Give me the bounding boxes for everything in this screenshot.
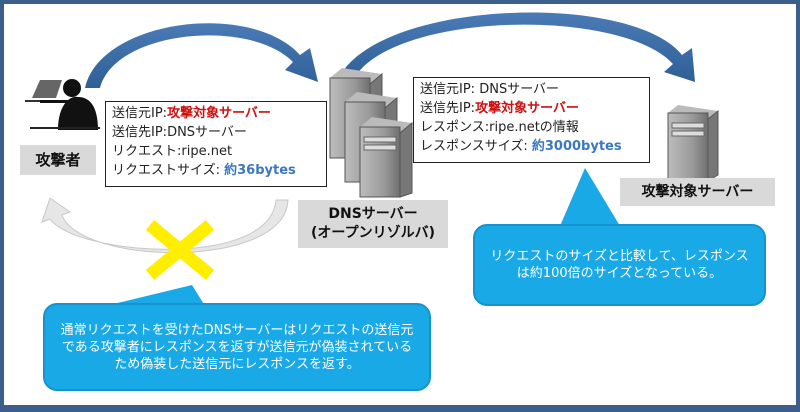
- request-dst-row: 送信先IP:DNSサーバー: [112, 123, 320, 142]
- size-value: 約36bytes: [224, 163, 296, 178]
- response-arrow: [337, 12, 695, 82]
- response-dst-row: 送信先IP:攻撃対象サーバー: [420, 99, 643, 118]
- normal-return-arrow: [41, 197, 289, 254]
- res-label: レスポンス:: [420, 120, 490, 135]
- response-info-box: 送信元IP: DNSサーバー 送信先IP:攻撃対象サーバー レスポンス:ripe…: [413, 77, 650, 163]
- request-size-row: リクエストサイズ: 約36bytes: [112, 161, 320, 180]
- dst-label: 送信先IP:: [112, 125, 168, 140]
- callout-bottom-tail: [105, 285, 205, 306]
- src-value: 攻撃対象サーバー: [167, 106, 271, 121]
- target-server-label: 攻撃対象サーバー: [620, 178, 775, 206]
- cross-icon: [145, 220, 215, 280]
- request-arrow: [85, 23, 318, 88]
- dns-label-line1: DNSサーバー: [328, 206, 418, 222]
- size-value: 約3000bytes: [531, 139, 622, 154]
- dns-server-icon: [329, 68, 413, 198]
- target-server-icon: [667, 105, 719, 182]
- callout-bottom-text: 通常リクエストを受けたDNSサーバーはリクエストの送信元である攻撃者にレスポンス…: [60, 322, 414, 372]
- request-src-row: 送信元IP:攻撃対象サーバー: [112, 104, 320, 123]
- req-label: リクエスト:: [112, 144, 182, 159]
- size-label: リクエストサイズ:: [112, 163, 220, 178]
- request-query-row: リクエスト:ripe.net: [112, 142, 320, 161]
- attacker-label-text: 攻撃者: [35, 150, 81, 169]
- src-label: 送信元IP:: [420, 82, 476, 97]
- callout-right-tail: [560, 168, 620, 226]
- dst-value: 攻撃対象サーバー: [475, 101, 579, 116]
- src-label: 送信元IP:: [112, 106, 168, 121]
- attacker-icon: [25, 79, 100, 130]
- response-size-row: レスポンスサイズ: 約3000bytes: [420, 137, 643, 156]
- response-content-row: レスポンス:ripe.netの情報: [420, 118, 643, 137]
- target-label-text: 攻撃対象サーバー: [641, 183, 754, 200]
- res-value: ripe.netの情報: [489, 120, 579, 135]
- dns-label-line2: (オープンリゾルバ): [311, 225, 435, 241]
- request-info-box: 送信元IP:攻撃対象サーバー 送信先IP:DNSサーバー リクエスト:ripe.…: [105, 101, 327, 187]
- dns-server-label: DNSサーバー (オープンリゾルバ): [298, 200, 448, 248]
- callout-spoofing-explanation: 通常リクエストを受けたDNSサーバーはリクエストの送信元である攻撃者にレスポンス…: [43, 303, 431, 391]
- dst-value: DNSサーバー: [167, 125, 247, 140]
- callout-right-text: リクエストのサイズと比較して、レスポンスは約100倍のサイズとなっている。: [490, 249, 749, 281]
- attacker-label: 攻撃者: [20, 145, 96, 175]
- src-value: DNSサーバー: [479, 82, 560, 97]
- req-value: ripe.net: [181, 144, 233, 159]
- size-label: レスポンスサイズ:: [420, 139, 528, 154]
- response-src-row: 送信元IP: DNSサーバー: [420, 80, 643, 99]
- dst-label: 送信先IP:: [420, 101, 476, 116]
- callout-size-comparison: リクエストのサイズと比較して、レスポンスは約100倍のサイズとなっている。: [473, 224, 766, 306]
